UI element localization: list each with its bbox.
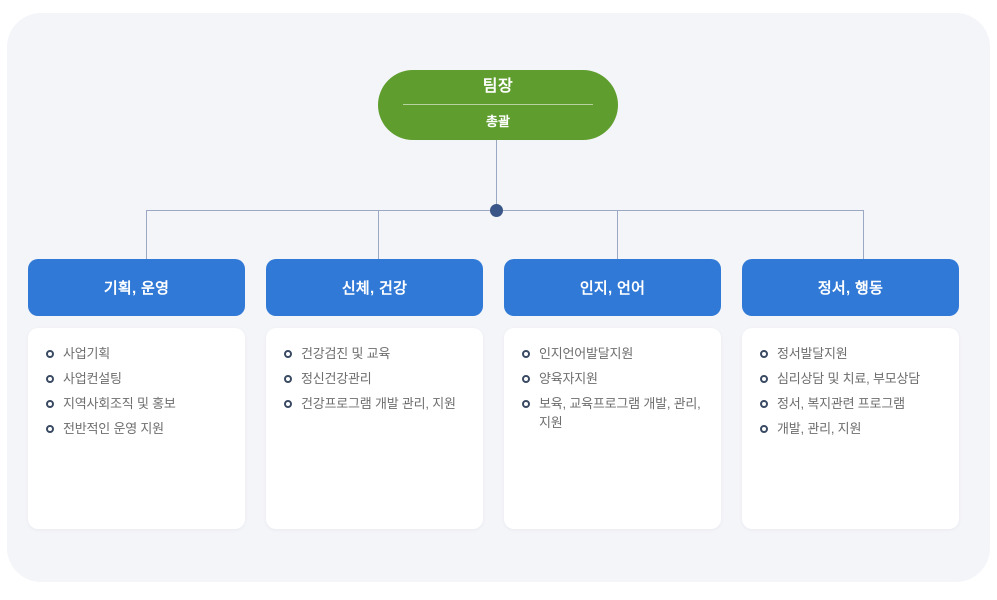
list-item[interactable]: 개발, 관리, 지원 bbox=[760, 419, 945, 438]
list-item[interactable]: 양육자지원 bbox=[522, 369, 707, 388]
list-item-label: 사업기획 bbox=[63, 346, 111, 361]
org-chart-container: 팀장 총괄 기획, 운영 사업기획 사업컨설팅 bbox=[7, 13, 990, 582]
org-column-body-1: 사업기획 사업컨설팅 지역사회조직 및 홍보 전반적인 운영 지원 bbox=[28, 328, 245, 529]
org-column-1: 기획, 운영 사업기획 사업컨설팅 지역사회조직 및 홍보 bbox=[28, 259, 245, 529]
org-column-body-4: 정서발달지원 심리상담 및 치료, 부모상담 정서, 복지관련 프로그램 개발,… bbox=[742, 328, 959, 529]
org-column-header-label: 기획, 운영 bbox=[103, 280, 170, 297]
bullet-ring-icon bbox=[760, 350, 768, 358]
bullet-ring-icon bbox=[284, 375, 292, 383]
list-item-label: 심리상담 및 치료, 부모상담 bbox=[777, 371, 921, 386]
connector-stem-vertical bbox=[496, 140, 497, 211]
list-item[interactable]: 정서발달지원 bbox=[760, 344, 945, 363]
org-item-list-2: 건강검진 및 교육 정신건강관리 건강프로그램 개발 관리, 지원 bbox=[284, 344, 469, 413]
list-item[interactable]: 심리상담 및 치료, 부모상담 bbox=[760, 369, 945, 388]
bullet-ring-icon bbox=[46, 425, 54, 433]
org-column-body-3: 인지언어발달지원 양육자지원 보육, 교육프로그램 개발, 관리, 지원 bbox=[504, 328, 721, 529]
org-column-body-2: 건강검진 및 교육 정신건강관리 건강프로그램 개발 관리, 지원 bbox=[266, 328, 483, 529]
list-item[interactable]: 정신건강관리 bbox=[284, 369, 469, 388]
list-item-label: 지역사회조직 및 홍보 bbox=[63, 396, 176, 411]
org-top-node-title: 팀장 bbox=[482, 78, 514, 95]
org-column-header-3[interactable]: 인지, 언어 bbox=[504, 259, 721, 316]
bullet-ring-icon bbox=[284, 400, 292, 408]
connector-drop-1 bbox=[146, 210, 147, 266]
bullet-ring-icon bbox=[284, 350, 292, 358]
list-item[interactable]: 정서, 복지관련 프로그램 bbox=[760, 394, 945, 413]
connector-drop-2 bbox=[378, 210, 379, 266]
org-column-header-label: 정서, 행동 bbox=[817, 280, 884, 297]
list-item[interactable]: 인지언어발달지원 bbox=[522, 344, 707, 363]
list-item-label: 정서발달지원 bbox=[777, 346, 848, 361]
bullet-ring-icon bbox=[760, 375, 768, 383]
list-item[interactable]: 보육, 교육프로그램 개발, 관리, 지원 bbox=[522, 394, 707, 432]
org-column-header-2[interactable]: 신체, 건강 bbox=[266, 259, 483, 316]
connector-drop-4 bbox=[863, 210, 864, 266]
org-top-node-divider bbox=[403, 104, 593, 105]
list-item-label: 양육자지원 bbox=[539, 371, 598, 386]
list-item-label: 인지언어발달지원 bbox=[539, 346, 634, 361]
org-column-2: 신체, 건강 건강검진 및 교육 정신건강관리 건강프로그램 개발 관리, 지원 bbox=[266, 259, 483, 529]
list-item-label: 보육, 교육프로그램 개발, 관리, 지원 bbox=[539, 396, 701, 430]
bullet-ring-icon bbox=[760, 425, 768, 433]
bullet-ring-icon bbox=[522, 350, 530, 358]
org-column-header-1[interactable]: 기획, 운영 bbox=[28, 259, 245, 316]
list-item[interactable]: 건강프로그램 개발 관리, 지원 bbox=[284, 394, 469, 413]
list-item-label: 전반적인 운영 지원 bbox=[63, 421, 164, 436]
list-item-label: 건강프로그램 개발 관리, 지원 bbox=[301, 396, 456, 411]
list-item-label: 사업컨설팅 bbox=[63, 371, 122, 386]
list-item[interactable]: 지역사회조직 및 홍보 bbox=[46, 394, 231, 413]
org-column-header-label: 신체, 건강 bbox=[341, 280, 408, 297]
org-item-list-1: 사업기획 사업컨설팅 지역사회조직 및 홍보 전반적인 운영 지원 bbox=[46, 344, 231, 438]
org-columns: 기획, 운영 사업기획 사업컨설팅 지역사회조직 및 홍보 bbox=[28, 259, 969, 529]
list-item[interactable]: 사업기획 bbox=[46, 344, 231, 363]
connector-drop-3 bbox=[617, 210, 618, 266]
org-item-list-3: 인지언어발달지원 양육자지원 보육, 교육프로그램 개발, 관리, 지원 bbox=[522, 344, 707, 432]
connector-horizontal-bus bbox=[146, 210, 863, 211]
bullet-ring-icon bbox=[46, 375, 54, 383]
org-column-3: 인지, 언어 인지언어발달지원 양육자지원 보육, 교육프로그램 개발, 관리,… bbox=[504, 259, 721, 529]
org-column-header-label: 인지, 언어 bbox=[579, 280, 646, 297]
org-column-4: 정서, 행동 정서발달지원 심리상담 및 치료, 부모상담 정서, 복지관련 프… bbox=[742, 259, 959, 529]
bullet-ring-icon bbox=[760, 400, 768, 408]
bullet-ring-icon bbox=[522, 375, 530, 383]
list-item-label: 개발, 관리, 지원 bbox=[777, 421, 862, 436]
org-top-node[interactable]: 팀장 총괄 bbox=[378, 70, 618, 140]
list-item-label: 건강검진 및 교육 bbox=[301, 346, 391, 361]
bullet-ring-icon bbox=[46, 400, 54, 408]
list-item[interactable]: 사업컨설팅 bbox=[46, 369, 231, 388]
org-item-list-4: 정서발달지원 심리상담 및 치료, 부모상담 정서, 복지관련 프로그램 개발,… bbox=[760, 344, 945, 438]
list-item[interactable]: 전반적인 운영 지원 bbox=[46, 419, 231, 438]
connector-junction-dot-icon bbox=[490, 204, 503, 217]
list-item[interactable]: 건강검진 및 교육 bbox=[284, 344, 469, 363]
bullet-ring-icon bbox=[46, 350, 54, 358]
org-top-node-subtitle: 총괄 bbox=[486, 114, 510, 129]
list-item-label: 정신건강관리 bbox=[301, 371, 372, 386]
bullet-ring-icon bbox=[522, 400, 530, 408]
list-item-label: 정서, 복지관련 프로그램 bbox=[777, 396, 905, 411]
org-column-header-4[interactable]: 정서, 행동 bbox=[742, 259, 959, 316]
